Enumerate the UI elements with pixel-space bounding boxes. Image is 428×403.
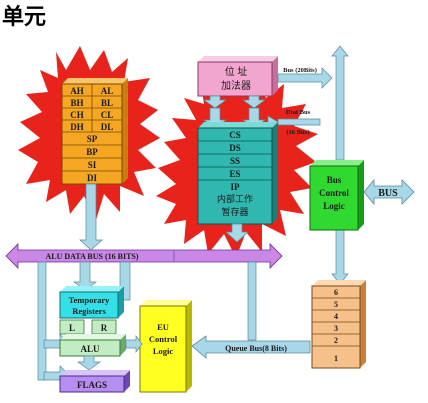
alu-block (59, 319, 126, 357)
address-adder-line1: 位 址 (225, 65, 248, 78)
external-bus-arrow (363, 178, 415, 206)
bus-control-line3: Logic (323, 201, 345, 211)
alu-label: ALU (80, 344, 100, 354)
eu-control-logic (139, 300, 192, 393)
temporary-registers (59, 286, 124, 319)
internal-temp-line1: 内部工作 (217, 193, 253, 204)
bus-control-logic (309, 160, 364, 231)
register-al: AL (101, 86, 114, 96)
internal-temp-line2: 暂存器 (221, 206, 248, 217)
external-bus-label: BUS (378, 188, 398, 199)
alu-data-bus (5, 243, 283, 269)
queue-bus-arrow (191, 335, 311, 359)
alu-bus-right-drop (247, 261, 257, 341)
queue-slot-5: 5 (334, 300, 338, 309)
bus-20bits-label: Bus (20Bits) (283, 67, 317, 74)
instruction-queue (311, 280, 366, 369)
register-ip: IP (231, 182, 241, 192)
alu-input-left: L (69, 323, 75, 333)
right-vertical-bus (331, 45, 349, 285)
data-bus-16-line2: (16 Bits) (286, 129, 309, 136)
register-ds: DS (229, 143, 241, 153)
temp-registers-line2: Registers (72, 306, 106, 316)
address-adder-line2: 加法器 (221, 79, 251, 92)
flags-label: FLAGS (77, 380, 107, 390)
queue-slot-1: 1 (334, 354, 338, 363)
register-bp: BP (86, 147, 98, 157)
temp-registers-line1: Temporary (69, 295, 111, 305)
registers-to-alu-bus-arrow (79, 183, 103, 251)
data-bus-16-arrow (267, 115, 321, 129)
alu-data-bus-label: ALU DATA BUS (16 BITS) (45, 252, 138, 261)
queue-slot-3: 3 (334, 324, 338, 333)
register-sp: SP (87, 134, 98, 144)
address-adder (197, 56, 278, 97)
register-cs: CS (229, 130, 241, 140)
bus-20bits-arrow (277, 67, 333, 89)
register-dh: DH (70, 122, 84, 132)
register-ch: CH (70, 110, 84, 120)
register-cl: CL (101, 110, 114, 120)
queue-slot-6: 6 (334, 288, 338, 297)
queue-slot-2: 2 (334, 336, 338, 345)
general-register-stack (61, 78, 128, 185)
title: 单元 (2, 4, 46, 30)
alu-input-right: R (101, 323, 108, 333)
flags-register (59, 370, 130, 393)
register-dl: DL (101, 122, 114, 132)
eu-control-line2: Control (149, 334, 178, 344)
eu-alu-connectors (125, 334, 143, 354)
register-si: SI (88, 160, 97, 170)
queue-bus-label: Queue Bus(8 Bits) (225, 344, 287, 353)
alu-to-flags-arrow (76, 355, 102, 371)
register-es: ES (229, 169, 240, 179)
bus-control-line2: Control (319, 188, 349, 198)
segment-to-alu-bus-arrow (225, 223, 249, 243)
eu-control-line1: EU (157, 322, 169, 332)
bus-control-line1: Bus (327, 175, 342, 185)
register-bh: BH (70, 98, 83, 108)
eu-control-line3: Logic (153, 346, 174, 356)
register-di: DI (87, 173, 97, 183)
queue-slot-4: 4 (334, 312, 338, 321)
register-ah: AH (70, 86, 84, 96)
data-bus-16-line1: Dtat Bus (286, 109, 311, 116)
register-bl: BL (101, 98, 113, 108)
register-ss: SS (230, 156, 240, 166)
